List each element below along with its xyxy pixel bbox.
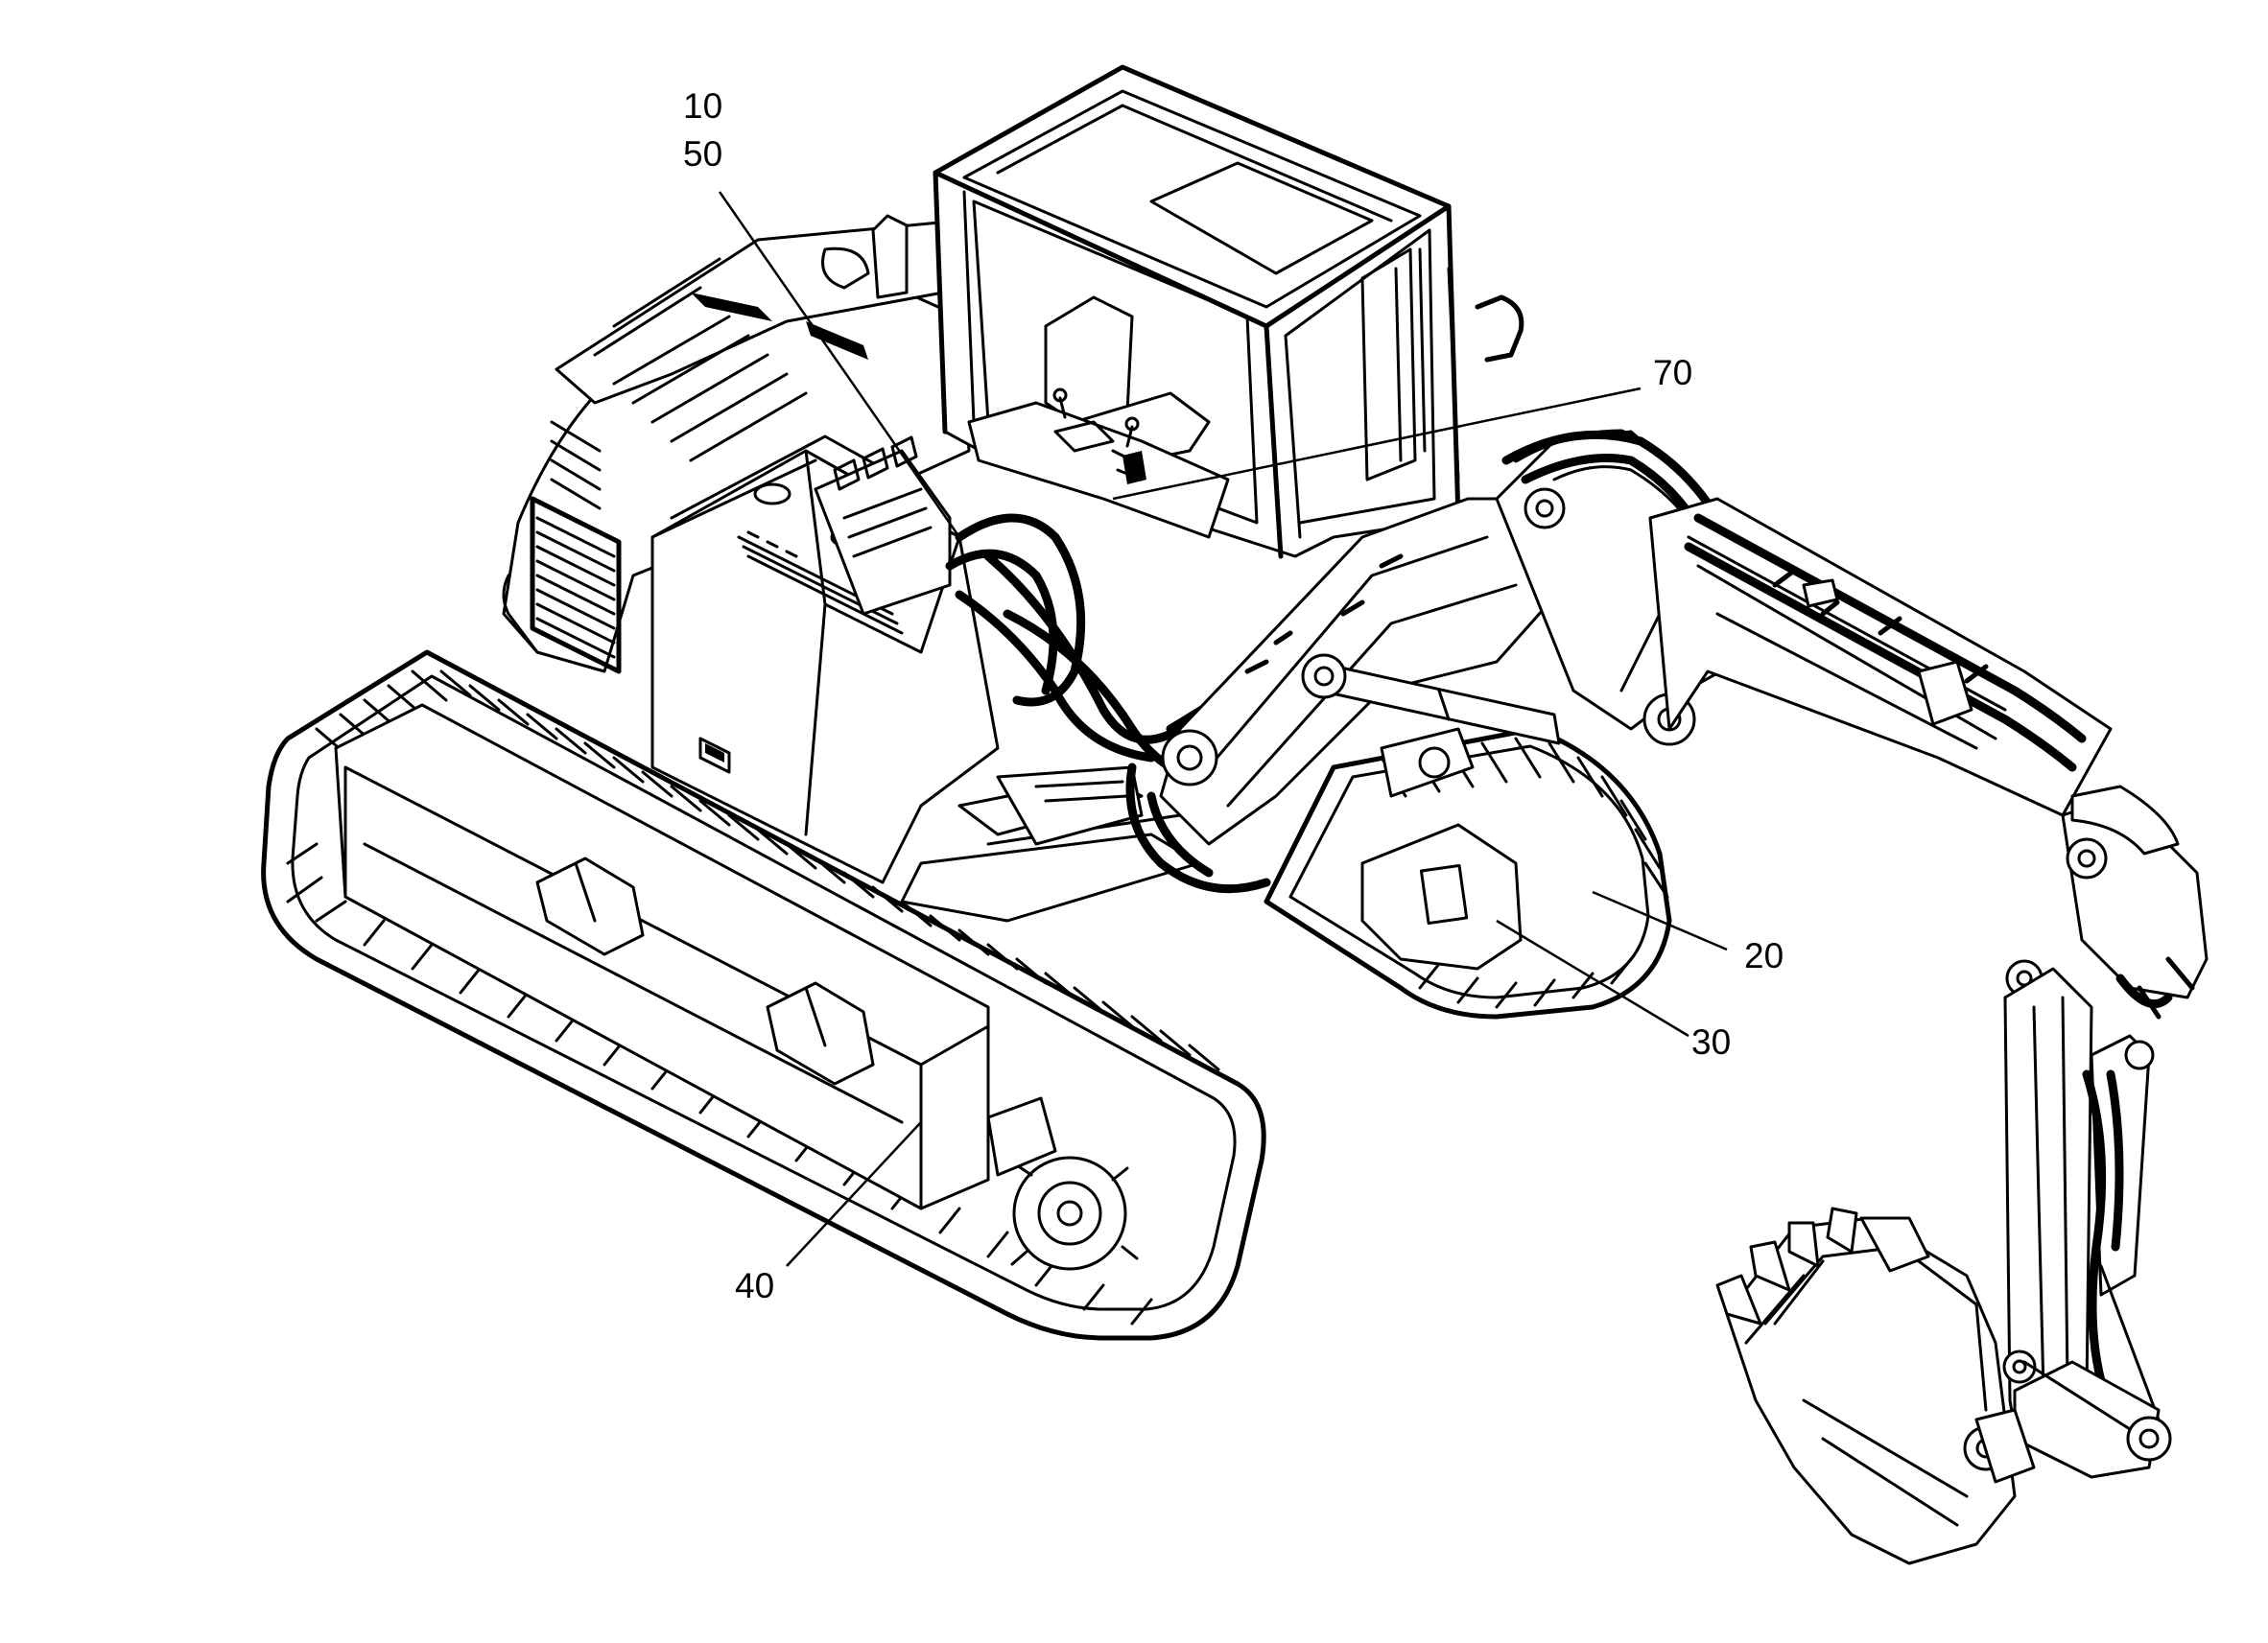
leader-line-40: [786, 1121, 922, 1267]
leader-line-70: [1112, 387, 1642, 501]
valve-block: [814, 435, 952, 616]
callout-label-40: 40: [735, 1266, 775, 1305]
leader-line-20: [1592, 890, 1728, 951]
callout-label-70: 70: [1653, 353, 1693, 392]
leader-line-10-50: [718, 191, 961, 538]
boom: [1159, 429, 2209, 1020]
stick-arm: [2002, 967, 2172, 1479]
callout-label-10: 10: [683, 86, 723, 126]
callout-label-20: 20: [1744, 936, 1784, 975]
right-track: [1264, 726, 1672, 1020]
left-track-shoes: [286, 669, 1220, 1326]
leader-lines: [718, 191, 1728, 1267]
leader-line-30: [1496, 919, 1689, 1038]
left-track: [261, 649, 1266, 1341]
callout-label-50: 50: [683, 134, 723, 174]
callout-label-30: 30: [1691, 1022, 1732, 1062]
bucket: [1715, 1207, 2036, 1565]
operator-cab: [933, 64, 1524, 559]
